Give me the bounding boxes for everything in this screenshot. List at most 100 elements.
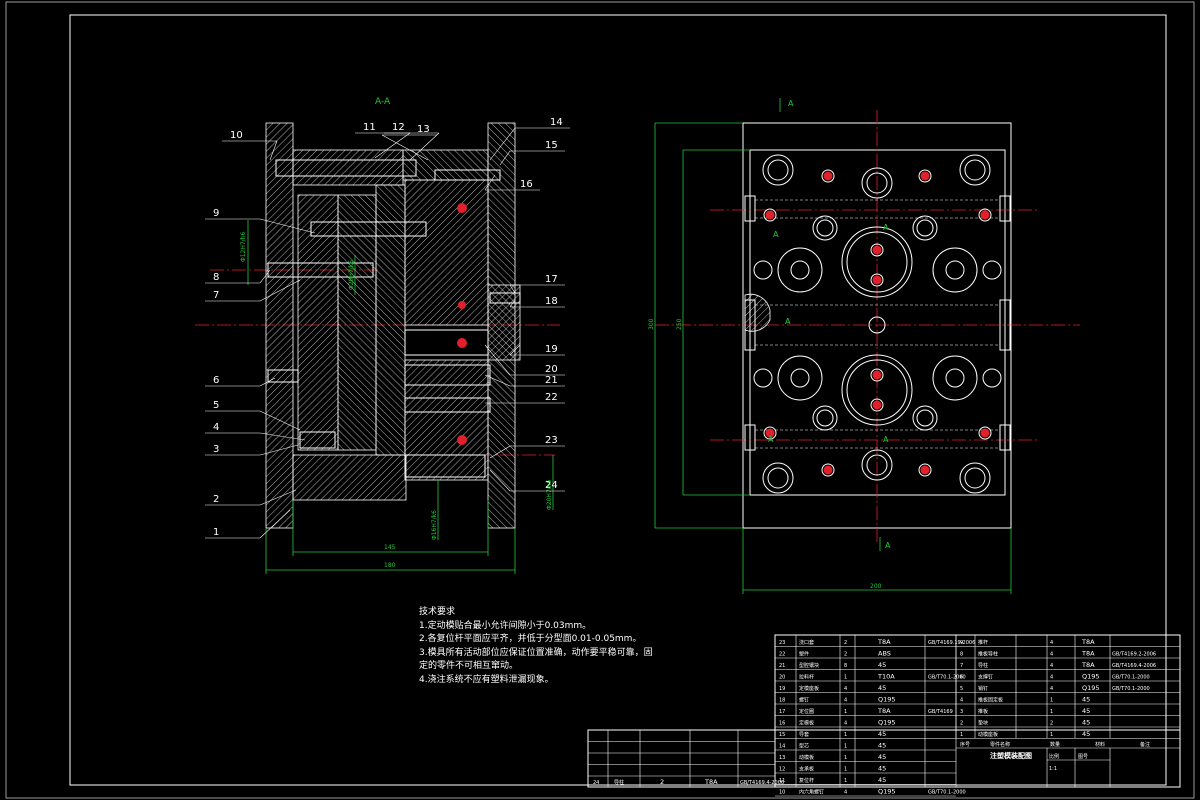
- bom-material: T8A: [877, 638, 891, 646]
- section-view: A-A: [195, 97, 560, 574]
- callout-number: 21: [545, 375, 558, 386]
- dim-overall-height: 300: [648, 318, 655, 330]
- bom-header-material: 材料: [1095, 741, 1105, 748]
- bom-seq: 21: [779, 663, 785, 669]
- bom-material: 45: [1082, 696, 1090, 704]
- bom-seq: 8: [960, 652, 963, 658]
- bom-material: 45: [878, 730, 886, 738]
- dim-180: 180: [384, 562, 396, 569]
- bom-seq: 10: [779, 790, 785, 796]
- bom-qty: 4: [1050, 686, 1053, 692]
- bom-standard: GB/T4169.4-2006: [740, 780, 784, 786]
- bom-seq: 20: [779, 675, 785, 681]
- marker-a-5: A: [768, 435, 774, 444]
- inner-border: [69, 14, 1167, 786]
- bom-name: 定位圈: [799, 708, 814, 715]
- bom-name: 内六角螺钉: [799, 789, 824, 796]
- leader-line: [509, 344, 521, 356]
- bom-standard: GB/T4169.2-2006: [1112, 652, 1156, 658]
- bom-qty: 2: [1050, 721, 1053, 727]
- fit-1: Φ12H7/h6: [240, 231, 247, 262]
- bom-seq: 24: [593, 780, 599, 786]
- leader-line: [259, 269, 271, 284]
- marker-a-bottom: A: [885, 541, 891, 550]
- bom-seq: 19: [779, 686, 785, 692]
- bom-name: 动模板: [799, 754, 814, 761]
- bom-seq: 15: [779, 732, 785, 738]
- bom-material: Q195: [878, 696, 896, 704]
- technical-requirements: 技术要求 1.定动模贴合最小允许间隙小于0.03mm。 2.各复位杆平面应平齐，…: [419, 606, 689, 687]
- bom-standard: GB/T4169: [928, 709, 953, 715]
- bom-material: 45: [878, 753, 886, 761]
- bom-material: Q195: [878, 719, 896, 727]
- bom-qty: 4: [1050, 652, 1053, 658]
- leader-line: [259, 489, 297, 506]
- bom-header-seq: 序号: [960, 741, 970, 748]
- bom-name: 导柱: [614, 779, 624, 786]
- leader-line: [381, 134, 429, 161]
- callout-number: 16: [520, 179, 533, 190]
- bom-material: Q195: [1082, 673, 1100, 681]
- bom-material: T8A: [1081, 650, 1095, 658]
- sheet-label: 图号: [1078, 754, 1088, 760]
- bom-name: 销钉: [978, 685, 988, 692]
- bom-seq: 18: [779, 698, 785, 704]
- bom-standard: GB/T4169.19-2006: [928, 640, 975, 646]
- bom-name: 垫块: [978, 720, 988, 727]
- bom-seq: 3: [960, 709, 963, 715]
- bom-qty: 1: [844, 732, 847, 738]
- bom-name: 螺钉: [799, 697, 809, 704]
- leader-line: [509, 299, 516, 308]
- leader-line: [484, 344, 511, 376]
- bom-name: 复位杆: [799, 777, 814, 784]
- bom-material: 45: [878, 661, 886, 669]
- bom-material: T8A: [704, 778, 718, 786]
- bom-material: 45: [878, 742, 886, 750]
- leader-line: [259, 279, 301, 302]
- callout-number: 7: [213, 290, 219, 301]
- bom-qty: 1: [844, 778, 847, 784]
- bom-seq: 9: [960, 640, 963, 646]
- callout-number: 11: [363, 122, 376, 133]
- leader-line: [409, 132, 440, 161]
- callout-number: 8: [213, 272, 219, 283]
- bom-standard: GB/T70.1-2000: [1112, 675, 1150, 681]
- bom-name: 型腔镶块: [799, 662, 819, 669]
- bom-seq: 7: [960, 663, 963, 669]
- bom-qty: 4: [844, 686, 847, 692]
- leader-line: [509, 284, 516, 294]
- tech-req-title: 技术要求: [419, 607, 456, 617]
- callout-number: 24: [545, 480, 558, 491]
- bom-name: 型芯: [799, 743, 809, 750]
- bom-header-name: 零件名称: [990, 741, 1010, 748]
- bom-name: 塑件: [799, 651, 809, 658]
- bom-qty: 2: [844, 652, 847, 658]
- section-label: A-A: [375, 97, 391, 107]
- bom-qty: 4: [844, 698, 847, 704]
- bom-material: 45: [878, 765, 886, 773]
- callout-number: 14: [550, 117, 563, 128]
- marker-a-2: A: [785, 317, 791, 326]
- bom-name: 支承板: [799, 766, 814, 773]
- bom-qty: 4: [844, 790, 847, 796]
- bom-name: 支撑钉: [978, 674, 993, 681]
- bom-seq: 22: [779, 652, 785, 658]
- bom-qty: 1: [844, 675, 847, 681]
- bom-qty: 4: [844, 721, 847, 727]
- bom-material: 45: [878, 776, 886, 784]
- bom-header-note: 备注: [1140, 741, 1150, 748]
- tech-req-item: 1.定动模贴合最小允许间隙小于0.03mm。: [419, 620, 592, 631]
- bom-qty: 1: [1050, 698, 1053, 704]
- leader-line: [489, 127, 516, 161]
- bom-name: 导套: [799, 731, 809, 738]
- leader-line: [269, 140, 278, 161]
- bom-name: 推板: [978, 708, 988, 715]
- bom-material: Q195: [1082, 684, 1100, 692]
- leader-line: [259, 444, 299, 456]
- bom-seq: 14: [779, 744, 785, 750]
- bom-material: T8A: [877, 707, 891, 715]
- scale-label: 比例: [1049, 753, 1059, 760]
- bom-material: Q195: [878, 788, 896, 796]
- callout-number: 3: [213, 444, 219, 455]
